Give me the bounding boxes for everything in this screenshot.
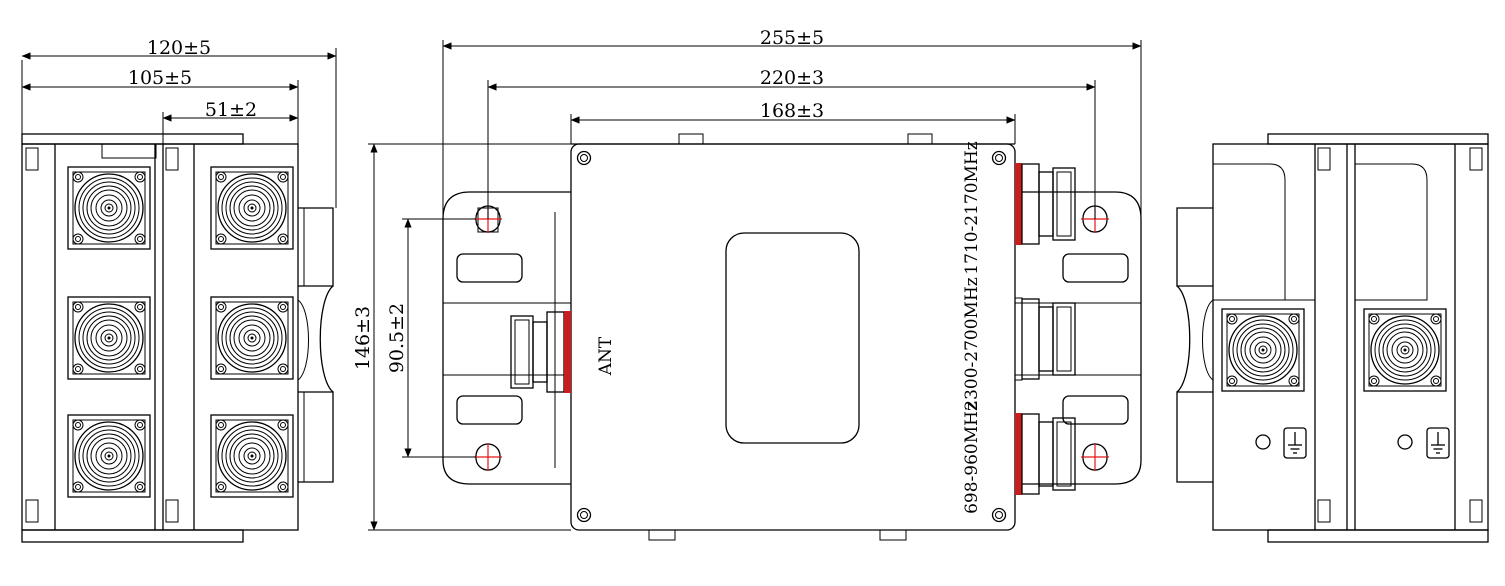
ground-terminals <box>1255 427 1450 459</box>
dimension-mount-pitch: 220±3 <box>487 67 1096 219</box>
port-label-band-middle: 2300-2700MHz <box>962 277 982 411</box>
ground-stud <box>1255 434 1271 450</box>
din-connector-icon <box>210 296 294 380</box>
band-connector-middle <box>1014 297 1076 381</box>
screw-icon <box>576 507 592 523</box>
right-housing-outline <box>1176 133 1489 543</box>
dimension-body-length: 168±3 <box>570 100 1016 144</box>
label-plate <box>725 232 860 444</box>
port-label-band-top: 1710-2170MHz <box>962 141 982 275</box>
ground-symbol-icon <box>1283 427 1307 459</box>
right-side-view <box>1176 133 1489 543</box>
port-label-ant: ANT <box>596 336 616 376</box>
din-connector-icon <box>67 414 151 498</box>
dimension-total-width: 120±5 <box>21 37 337 208</box>
dimension-height: 146±3 <box>352 143 571 531</box>
dim-label-mount-vertical: 90.5±2 <box>386 303 408 373</box>
main-enclosure <box>570 133 1016 541</box>
left-mount-bracket <box>442 191 571 485</box>
screw-icon <box>991 150 1007 166</box>
left-connector-column-1 <box>67 166 151 498</box>
din-connector-icon <box>210 414 294 498</box>
seal-bar <box>1015 163 1022 245</box>
dim-label-left-body: 105±5 <box>128 67 192 89</box>
right-mount-bracket <box>1015 191 1142 485</box>
left-connector-column-2 <box>210 166 294 498</box>
right-connectors <box>1221 308 1447 392</box>
dim-label-body-length: 168±3 <box>760 100 824 122</box>
band-connector-top <box>1015 163 1076 245</box>
din-connector-icon <box>1221 308 1305 392</box>
dimension-mount-vertical-pitch: 90.5±2 <box>386 218 476 458</box>
left-housing-outline <box>21 133 334 543</box>
dim-label-mount-pitch: 220±3 <box>760 67 824 89</box>
dimension-connector-pitch: 51±2 <box>162 99 299 144</box>
ground-symbol-icon <box>1426 427 1450 459</box>
screw-icon <box>991 507 1007 523</box>
seal-bar <box>1015 413 1022 495</box>
din-connector-icon <box>67 296 151 380</box>
front-view: ANT 1710-2170MHz 2300-2700MHz 698-96 <box>352 27 1142 541</box>
dimension-total-length: 255±5 <box>442 27 1142 219</box>
left-side-view: 120±5 105±5 51±2 <box>21 37 337 543</box>
dimension-body-width: 105±5 <box>21 67 299 144</box>
dim-label-height: 146±3 <box>352 306 374 370</box>
band-connector-bottom <box>1015 413 1076 495</box>
din-connector-icon <box>67 166 151 250</box>
port-label-band-bottom: 698-960MHz <box>962 402 982 514</box>
din-connector-icon <box>1363 308 1447 392</box>
dim-label-left-pitch: 51±2 <box>205 99 257 121</box>
screw-icon <box>576 150 592 166</box>
dim-label-front-total: 255±5 <box>760 27 824 49</box>
dim-label-left-total: 120±5 <box>147 37 211 59</box>
seal-bar <box>564 311 571 393</box>
din-connector-icon <box>210 166 294 250</box>
ant-connector: ANT <box>510 311 616 393</box>
ground-stud <box>1397 434 1413 450</box>
